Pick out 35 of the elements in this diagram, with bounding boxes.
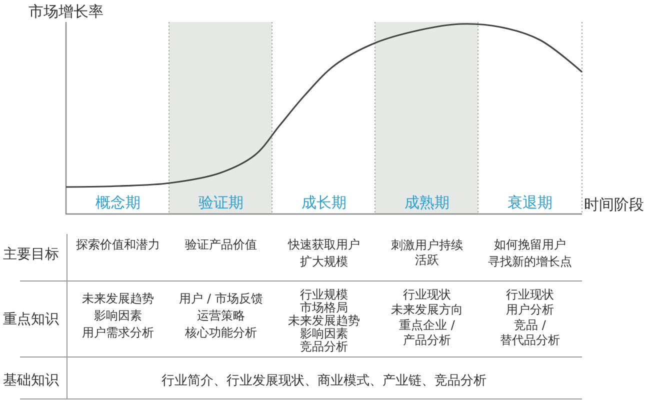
table-text: 运营策略 — [197, 308, 245, 324]
table-text: 如何挽留用户 — [494, 238, 566, 252]
table-text: 验证产品价值 — [185, 238, 257, 252]
table-text: 竞品分析 — [300, 340, 348, 354]
phase-label: 验证期 — [198, 196, 244, 210]
table-text: 未来发展趋势 — [288, 314, 360, 328]
table-text: 行业规模 — [300, 288, 348, 302]
table-text: 行业简介、行业发展现状、商业模式、产业链、竞品分析 — [162, 374, 486, 388]
table-text: 探索价值和潜力 — [76, 238, 160, 252]
row-header: 基础知识 — [3, 374, 59, 388]
table-text: 未来发展方向 — [391, 302, 463, 318]
table-text: 核心功能分析 — [185, 326, 257, 340]
table-text: 用户 / 市场反馈 — [179, 292, 263, 306]
table-text: 市场格局 — [300, 300, 348, 314]
axis-label: 市场增长率 — [28, 4, 104, 20]
table-text: 寻找新的增长点 — [488, 254, 572, 270]
phase-label: 成熟期 — [404, 196, 450, 210]
row-header: 主要目标 — [3, 248, 59, 262]
table-text: 未来发展趋势 — [82, 292, 154, 306]
phase-label: 衰退期 — [508, 196, 552, 210]
table-text: 影响因素 — [300, 326, 348, 340]
row-header: 重点知识 — [3, 312, 59, 328]
table-text: 影响因素 — [94, 308, 142, 324]
table-text: 用户需求分析 — [82, 326, 154, 340]
table-text: 用户分析 — [506, 302, 554, 318]
table-text: 竞品 / 替代品分析 — [499, 318, 561, 348]
axis-label: 时间阶段 — [584, 198, 644, 212]
phase-label: 概念期 — [96, 196, 140, 210]
table-text: 重点企业 / 产品分析 — [398, 318, 456, 348]
phase-label: 成长期 — [302, 196, 346, 210]
table-text: 扩大规模 — [300, 254, 348, 270]
table-text: 行业现状 — [403, 288, 451, 302]
table-text: 刺激用户持续活跃 — [390, 238, 464, 268]
table-text: 行业现状 — [506, 288, 554, 302]
table-text: 快速获取用户 — [288, 238, 360, 252]
